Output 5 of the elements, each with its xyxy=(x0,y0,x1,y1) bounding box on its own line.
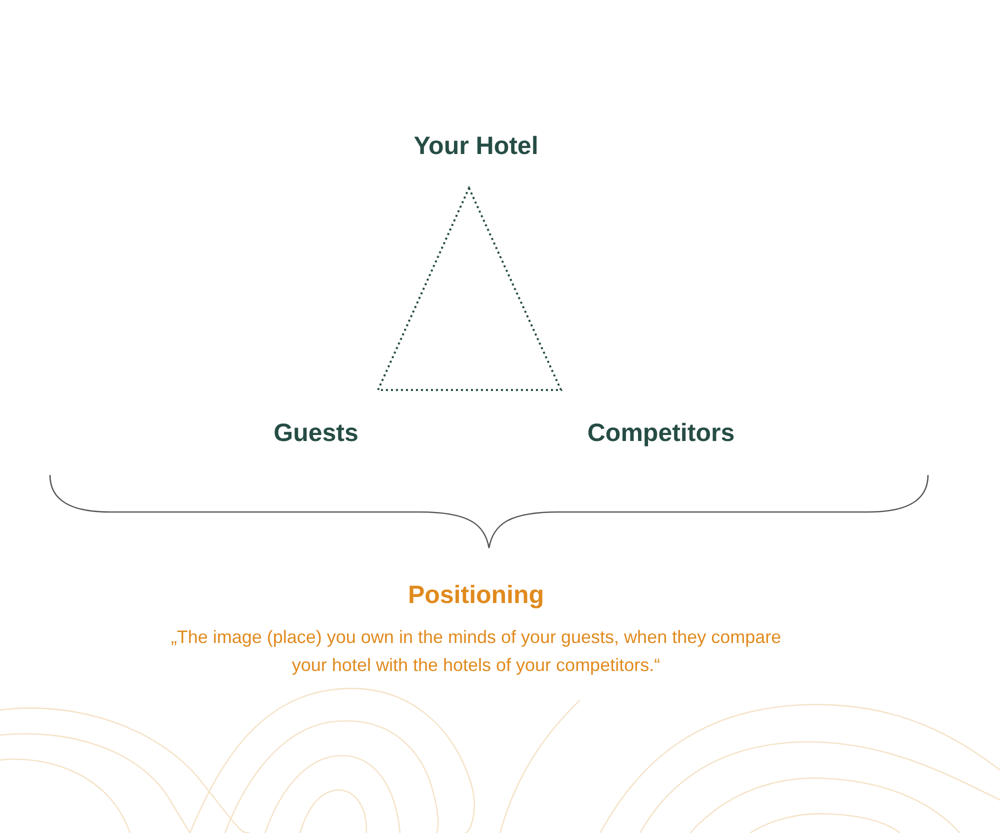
quote-text: „The image (place) you own in the minds of your guests, when they compare your hotel with the hotels of your competitors.“ xyxy=(170,626,782,677)
node-label: Competitors xyxy=(587,419,735,448)
node-label: Guests xyxy=(274,419,358,448)
node-label: Your Hotel xyxy=(414,132,538,161)
heading: Positioning xyxy=(408,581,544,610)
